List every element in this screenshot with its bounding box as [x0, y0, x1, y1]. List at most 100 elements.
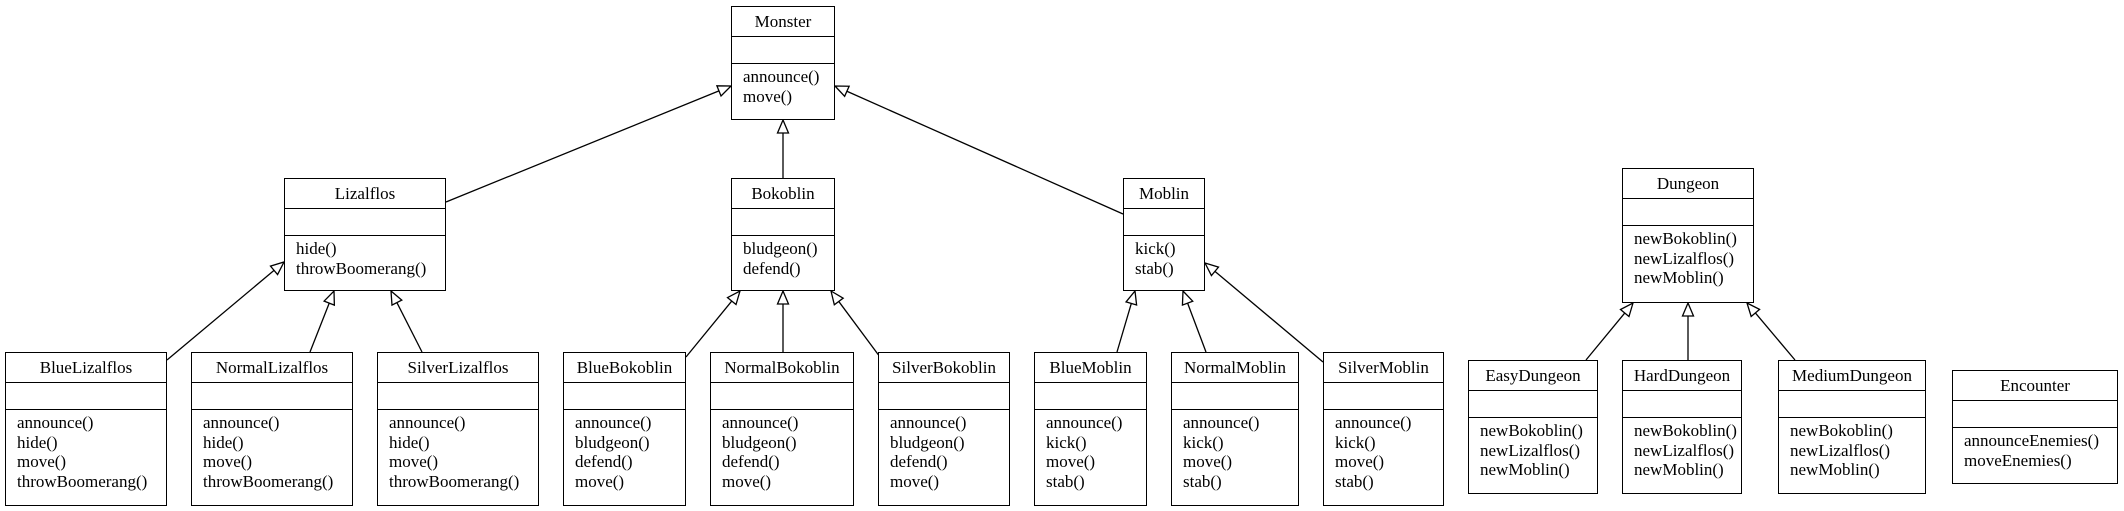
inheritance-edge-bluemoblin	[1116, 303, 1132, 353]
class-bluelizalflos: BlueLizalflos announce()hide()move()throw…	[5, 352, 167, 506]
inheritance-arrowhead	[726, 289, 742, 306]
inheritance-edge-silverbokoblin	[838, 301, 881, 358]
attributes-compartment	[879, 383, 1009, 410]
operation: announce()	[1335, 413, 1412, 432]
operation: bludgeon()	[743, 239, 818, 258]
inheritance-arrowhead	[390, 289, 403, 307]
operation: move()	[722, 471, 772, 491]
operation: bludgeon()	[890, 432, 965, 452]
class-name: Moblin	[1124, 179, 1204, 209]
operation: stab()	[1183, 471, 1222, 491]
attributes-compartment	[1469, 391, 1597, 418]
inheritance-arrowhead	[322, 289, 336, 307]
operations-compartment: announce()bludgeon()defend()move()	[711, 410, 853, 493]
operations-compartment: newBokoblin()newLizalflos()newMoblin()	[1469, 418, 1597, 482]
attributes-compartment	[732, 209, 834, 236]
class-name: EasyDungeon	[1469, 361, 1597, 391]
inheritance-edge-silverlizalflos	[396, 302, 423, 353]
operation: throwBoomerang()	[203, 471, 334, 491]
operation: hide()	[17, 432, 58, 452]
inheritance-edge-normalmoblin	[1186, 302, 1207, 353]
inheritance-arrowhead	[776, 118, 790, 134]
operation: newBokoblin()	[1634, 229, 1737, 248]
attributes-compartment	[732, 37, 834, 64]
operation: defend()	[890, 452, 948, 471]
operation: throwBoomerang()	[389, 471, 520, 491]
operations-compartment: announce()move()	[732, 64, 834, 108]
operations-compartment: newBokoblin()newLizalflos()newMoblin()	[1623, 418, 1741, 482]
operations-compartment: announce()bludgeon()defend()move()	[564, 410, 685, 493]
class-silverbokoblin: SilverBokoblin announce()bludgeon()defend…	[878, 352, 1010, 506]
class-silvermoblin: SilverMoblin announce()kick()move()stab()	[1323, 352, 1444, 506]
class-name: NormalLizalflos	[192, 353, 352, 383]
operation: hide()	[296, 239, 337, 258]
class-name: MediumDungeon	[1779, 361, 1925, 391]
operation: move()	[1046, 452, 1096, 471]
operation: move()	[743, 86, 793, 106]
operation: move()	[890, 471, 940, 491]
attributes-compartment	[192, 383, 352, 410]
operations-compartment: announce()bludgeon()defend()move()	[879, 410, 1009, 493]
operations-compartment: newBokoblin()newLizalflos()newMoblin()	[1779, 418, 1925, 482]
operation: move()	[203, 452, 253, 471]
attributes-compartment	[1623, 199, 1753, 226]
operation: announce()	[17, 413, 94, 432]
attributes-compartment	[285, 209, 445, 236]
operation: announce()	[389, 413, 466, 432]
operations-compartment: announce()kick()move()stab()	[1324, 410, 1443, 493]
class-easydungeon: EasyDungeon newBokoblin()newLizalflos()ne…	[1468, 360, 1598, 494]
class-encounter: Encounter announceEnemies()moveEnemies()	[1952, 370, 2118, 484]
operation: move()	[1183, 452, 1233, 471]
operation: newBokoblin()	[1634, 421, 1737, 440]
inheritance-arrowhead	[1203, 261, 1220, 277]
class-mediumdungeon: MediumDungeon newBokoblin()newLizalflos()…	[1778, 360, 1926, 494]
operation: kick()	[1046, 432, 1087, 452]
operation: newMoblin()	[1480, 460, 1570, 479]
operation: kick()	[1335, 432, 1376, 452]
operation: defend()	[743, 258, 801, 278]
operation: bludgeon()	[575, 432, 650, 452]
attributes-compartment	[1623, 391, 1741, 418]
operation: move()	[389, 452, 439, 471]
operation: newMoblin()	[1790, 460, 1880, 479]
operation: announce()	[722, 413, 799, 432]
attributes-compartment	[564, 383, 685, 410]
class-name: Lizalflos	[285, 179, 445, 209]
inheritance-arrowhead	[776, 289, 790, 305]
inheritance-arrowhead	[269, 260, 286, 276]
class-name: BlueLizalflos	[6, 353, 166, 383]
class-name: HardDungeon	[1623, 361, 1741, 391]
class-name: SilverBokoblin	[879, 353, 1009, 383]
inheritance-arrowhead	[1619, 301, 1635, 318]
inheritance-edge-bluelizalflos	[166, 269, 275, 361]
class-name: SilverMoblin	[1324, 353, 1443, 383]
operation: announce()	[890, 413, 967, 432]
class-silverlizalflos: SilverLizalflos announce()hide()move()thr…	[377, 352, 539, 506]
class-name: Encounter	[1953, 371, 2117, 401]
class-name: Dungeon	[1623, 169, 1753, 199]
operation: move()	[17, 452, 67, 471]
operation: hide()	[203, 432, 244, 452]
operation: throwBoomerang()	[17, 471, 148, 491]
inheritance-edge-lizalflos	[445, 90, 720, 203]
attributes-compartment	[6, 383, 166, 410]
inheritance-edge-silvermoblin	[1214, 270, 1324, 363]
operation: defend()	[722, 452, 780, 471]
inheritance-edge-bluebokoblin	[685, 300, 733, 358]
class-name: SilverLizalflos	[378, 353, 538, 383]
operation: newMoblin()	[1634, 460, 1724, 479]
class-harddungeon: HardDungeon newBokoblin()newLizalflos()ne…	[1622, 360, 1742, 494]
operation: hide()	[389, 432, 430, 452]
attributes-compartment	[1172, 383, 1298, 410]
operations-compartment: announceEnemies()moveEnemies()	[1953, 428, 2117, 472]
operation: announce()	[575, 413, 652, 432]
